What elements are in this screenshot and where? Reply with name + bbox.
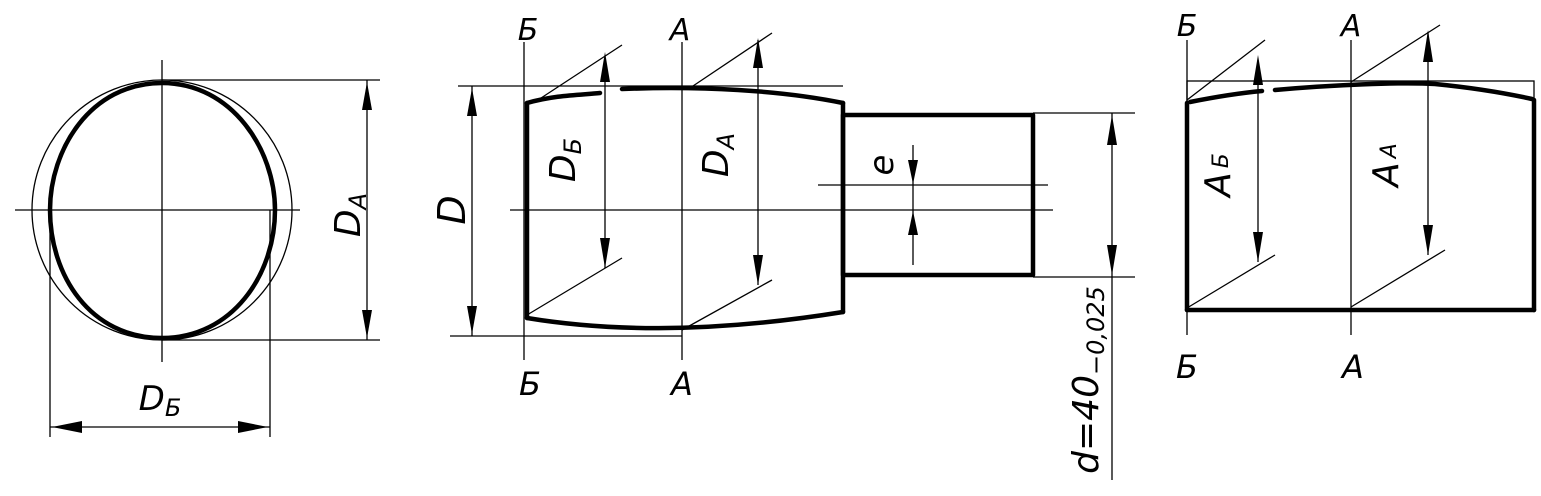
label-shaft-diameter-main: d=40 — [1066, 375, 1107, 474]
barrel-top-profile — [524, 90, 603, 106]
left-view: DA DБ — [15, 60, 380, 437]
arrow-head — [238, 421, 268, 433]
label-d: D — [430, 195, 474, 224]
measuring-line-bottom — [681, 279, 773, 331]
arrow-head — [908, 160, 918, 184]
section-label-a-top: A — [1339, 9, 1362, 44]
middle-view: D DБ DA e d=40−0,025 Б — [430, 13, 1135, 480]
label-d-b-sub: Б — [559, 138, 587, 154]
barrel-top-profile — [619, 85, 846, 106]
section-label-b-top: Б — [1177, 9, 1198, 44]
measuring-line-top — [537, 44, 623, 101]
measuring-line-bottom — [1350, 249, 1446, 308]
arrow-head — [467, 306, 477, 334]
label-a-b-main: A — [1198, 172, 1239, 199]
section-label-b-bottom: Б — [519, 365, 541, 403]
label-d-b: DБ — [139, 379, 182, 422]
label-a-b-sub: Б — [1209, 153, 1234, 168]
measuring-line-bottom — [1186, 254, 1276, 309]
top-profile — [1272, 81, 1535, 102]
arrow-head — [753, 38, 763, 68]
section-label-b-top: Б — [518, 13, 539, 48]
section-label-a-top: A — [668, 13, 691, 48]
arrow-head — [467, 88, 477, 116]
label-a-a-main: A — [1366, 162, 1407, 189]
label-a-b: AБ — [1198, 153, 1239, 199]
top-profile — [1187, 88, 1265, 105]
label-d-a-sub: A — [712, 133, 740, 151]
label-d-a-sub: A — [344, 193, 372, 211]
label-d-a-main: D — [696, 149, 737, 177]
arrow-head — [1253, 232, 1263, 262]
section-label-a-bottom: A — [669, 365, 693, 403]
arrow-head — [600, 238, 610, 268]
label-d-a: DA — [328, 193, 372, 237]
section-label-b-bottom: Б — [1176, 348, 1198, 386]
measuring-line-bottom — [526, 257, 623, 316]
arrow-head — [362, 310, 372, 338]
arrow-head — [1107, 115, 1117, 145]
shaft-outline — [840, 112, 1036, 278]
label-d-b-main: D — [139, 379, 165, 419]
measuring-line-top — [1186, 39, 1266, 101]
arrow-head — [52, 421, 82, 433]
label-d-a-main: D — [328, 209, 369, 237]
section-label-a-bottom: A — [1340, 348, 1364, 386]
label-d-a: DA — [696, 133, 740, 177]
arrow-head — [1423, 225, 1433, 255]
right-view: AБ AA Б A Б A — [1176, 9, 1537, 386]
arrow-head — [1253, 55, 1263, 85]
arrow-head — [1107, 245, 1117, 275]
label-shaft-diameter: d=40−0,025 — [1066, 286, 1110, 474]
label-d-b-main: D — [543, 154, 584, 182]
reference-frame — [1186, 80, 1535, 311]
measuring-line-top — [1350, 24, 1441, 83]
label-e: e — [862, 155, 902, 176]
label-d-b: DБ — [543, 138, 587, 182]
arrow-head — [600, 52, 610, 82]
arrow-head — [362, 82, 372, 110]
label-d-b-sub: Б — [165, 394, 181, 422]
arrow-head — [753, 255, 763, 285]
label-a-a-sub: A — [1377, 143, 1402, 160]
arrow-head — [1423, 30, 1433, 62]
barrel-bottom-profile — [524, 309, 846, 331]
arrow-head — [908, 211, 918, 235]
label-shaft-tolerance: −0,025 — [1082, 286, 1110, 375]
label-a-a: AA — [1366, 143, 1407, 189]
